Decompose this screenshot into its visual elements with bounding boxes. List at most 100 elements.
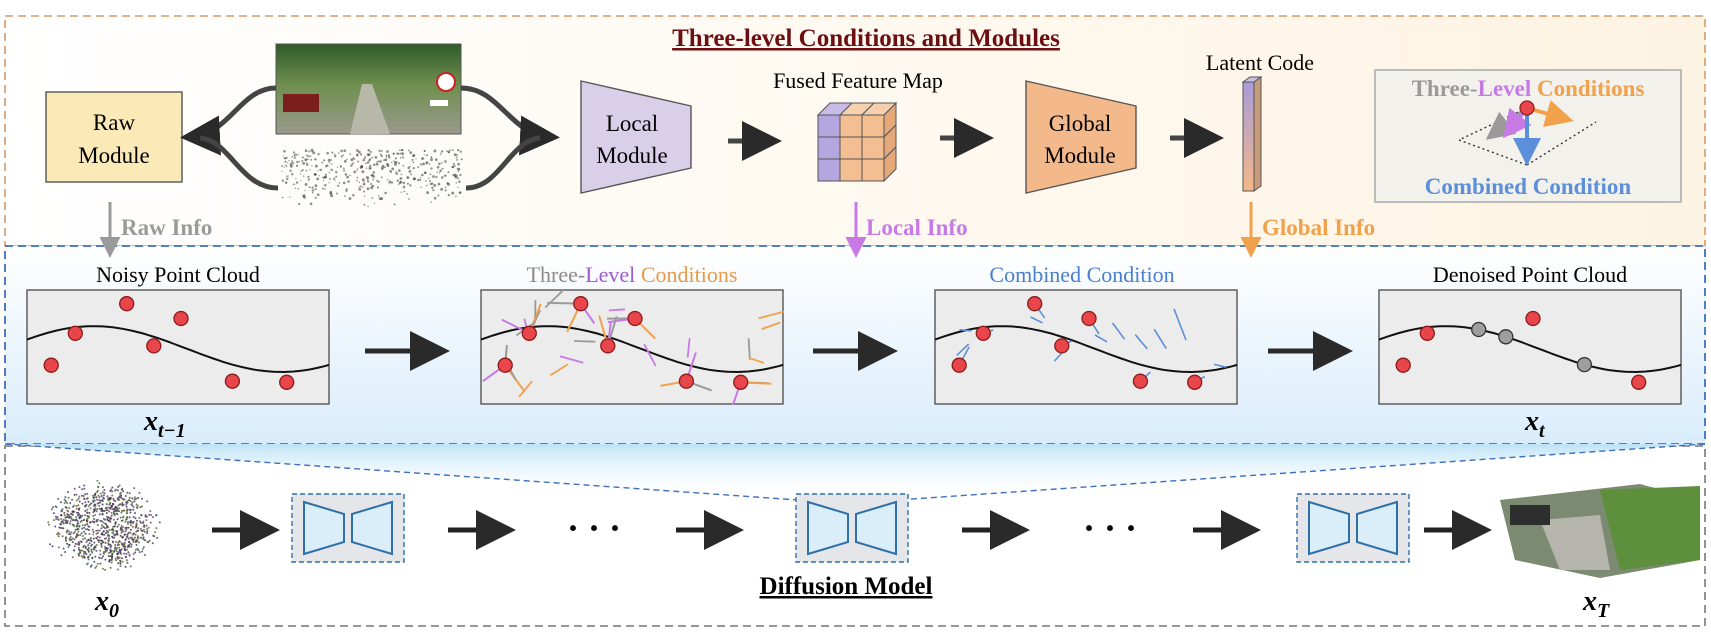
lidar-point [304, 158, 308, 162]
noise-point [118, 503, 121, 506]
noise-point [135, 506, 138, 509]
unet-encoder [1308, 500, 1350, 556]
lidar-point [360, 185, 362, 188]
noise-point [135, 497, 138, 500]
noise-point [70, 517, 73, 520]
lidar-point [388, 183, 390, 185]
noise-point [82, 535, 84, 537]
noise-point [95, 520, 98, 523]
noise-point [84, 547, 87, 550]
lidar-point [400, 149, 403, 152]
cube-front-cell [861, 136, 885, 160]
lidar-point [452, 174, 454, 176]
noise-point [112, 532, 115, 535]
noise-point [93, 517, 95, 520]
noise-point [128, 516, 131, 519]
denoised-point-cloud-title: Denoised Point Cloud [1433, 262, 1627, 287]
lidar-point [372, 163, 376, 167]
noise-point [126, 491, 129, 494]
noise-point [117, 509, 120, 512]
noise-point [111, 490, 114, 493]
combined-vector [1030, 316, 1043, 324]
noise-point [93, 503, 96, 506]
lidar-point [380, 150, 383, 152]
noise-point [134, 533, 137, 536]
noise-point [62, 547, 65, 550]
noise-point [64, 506, 67, 509]
noise-point [136, 537, 139, 540]
lidar-point [352, 157, 355, 159]
noise-point [98, 504, 101, 507]
noise-point [149, 510, 152, 513]
noise-point [89, 507, 92, 510]
noise-point [138, 517, 141, 519]
lidar-point [437, 182, 441, 186]
lidar-point [356, 168, 359, 170]
lidar-point [281, 179, 285, 182]
lidar-point [362, 186, 364, 189]
ellipsis-2: · · · [1083, 508, 1137, 548]
noise-point [125, 503, 128, 506]
lidar-point [377, 195, 380, 197]
noise-point [87, 549, 90, 552]
lidar-point [420, 157, 423, 160]
noise-point [94, 555, 97, 558]
lidar-point [370, 182, 373, 186]
noise-point [85, 511, 88, 514]
noise-point [70, 531, 73, 534]
lidar-point [334, 179, 336, 182]
noise-point [118, 543, 120, 546]
lidar-point [295, 181, 299, 184]
noise-point [116, 553, 119, 556]
noise-point [133, 496, 136, 499]
denoised-panel [1378, 289, 1682, 405]
lidar-point [337, 152, 340, 154]
noise-point [79, 551, 82, 554]
noise-point [80, 541, 83, 543]
local-info-label: Local Info [866, 215, 968, 240]
noise-point [125, 548, 128, 551]
raw-info-label: Raw Info [121, 215, 212, 240]
noisy-panel [26, 289, 330, 405]
noise-point [63, 502, 66, 504]
noise-point [113, 514, 116, 517]
noise-point [96, 524, 99, 527]
noise-point [102, 494, 105, 497]
noise-point [68, 507, 71, 509]
lidar-point [309, 169, 311, 171]
noise-point [136, 540, 139, 543]
noise-point [108, 510, 110, 513]
noise-point [86, 522, 89, 525]
noise-point [95, 532, 98, 535]
point [67, 325, 83, 341]
noise-point [104, 558, 107, 561]
noise-point [111, 555, 114, 558]
latent-code-side [1253, 76, 1262, 192]
panel-frame [26, 289, 330, 405]
noise-point [93, 541, 96, 544]
legend-three-level-text: Three-Level Conditions [1412, 76, 1645, 101]
noise-point [86, 520, 89, 523]
noise-point [114, 544, 117, 546]
noise-point [76, 528, 79, 531]
arrow-to-raw-module [180, 85, 277, 156]
noise-point [124, 520, 127, 523]
lidar-point [398, 169, 401, 172]
noise-point [114, 488, 117, 491]
lidar-point [398, 153, 400, 155]
noise-point [119, 527, 122, 530]
point [951, 357, 967, 373]
noise-point [119, 562, 122, 565]
noise-point [118, 540, 121, 543]
condition-vector [549, 363, 569, 376]
lidar-point [376, 161, 379, 163]
noise-point [67, 496, 70, 499]
lidar-point [317, 152, 320, 156]
noise-point [87, 555, 90, 558]
noise-point [52, 512, 55, 515]
lidar-point [285, 165, 288, 168]
lidar-point [409, 165, 412, 168]
noise-point [89, 537, 92, 539]
noise-point [121, 557, 123, 560]
lidar-point [367, 179, 369, 181]
